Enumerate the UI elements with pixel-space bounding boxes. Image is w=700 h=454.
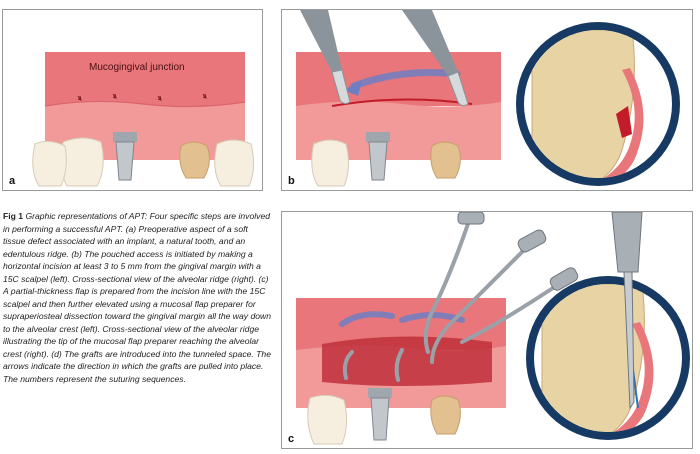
implant (115, 141, 135, 181)
direction-arrowhead (344, 80, 362, 96)
illustration-preoperative (32, 52, 255, 187)
scalpel-left (300, 10, 351, 105)
panel-a: Mucogingival junction a (2, 9, 263, 191)
implant (370, 397, 390, 441)
figure-caption: Fig 1 Graphic representations of APT: Fo… (3, 210, 271, 385)
caption-label: Fig 1 (3, 211, 24, 221)
panel-letter-a: a (9, 175, 16, 187)
direction-arrow-1 (339, 311, 395, 327)
natural-tooth (179, 141, 210, 179)
mucogingival-junction-label: Mucogingival junction (89, 62, 185, 73)
natural-tooth (430, 141, 461, 179)
implant-collar (366, 132, 390, 142)
implant-collar (113, 132, 137, 142)
caption-text: Graphic representations of APT: Four spe… (3, 211, 271, 384)
flap-preparers (342, 212, 564, 382)
tooth-left (307, 394, 348, 445)
tooth-right (214, 139, 255, 187)
tooth-left (60, 137, 104, 187)
junction-line (44, 100, 246, 108)
illustration-incision (296, 10, 680, 187)
tooth-left (311, 139, 350, 187)
scalpel-right (402, 10, 469, 107)
panel-b: b (281, 9, 693, 191)
tooth-far-left (32, 140, 67, 187)
panel-letter-b: b (288, 175, 295, 187)
panel-c: c (281, 211, 693, 449)
natural-tooth (430, 395, 461, 435)
instrument-handles (457, 212, 579, 291)
tunneled-pouch (322, 336, 492, 386)
cross-section-ridge (526, 212, 690, 440)
cross-section-ridge (516, 22, 680, 186)
implant-collar (368, 388, 392, 398)
direction-arrow (350, 69, 461, 90)
alveolar-mucosa (45, 52, 245, 106)
implant (368, 141, 388, 181)
panel-letter-c: c (288, 433, 295, 445)
junction-arrows (77, 93, 207, 101)
illustration-tunneling (296, 212, 690, 445)
